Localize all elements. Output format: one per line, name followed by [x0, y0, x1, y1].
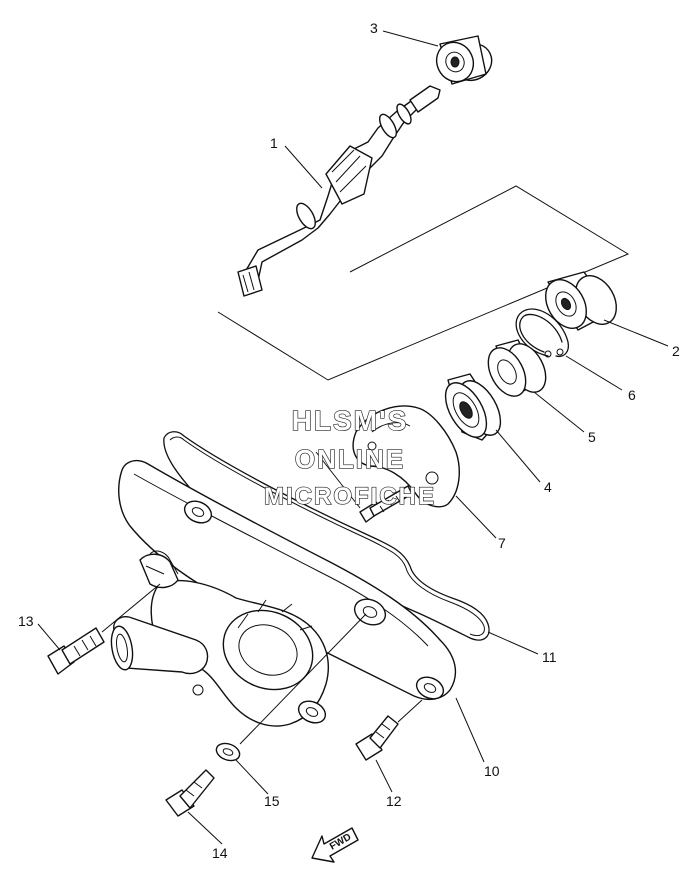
part-shaft: [237, 85, 441, 297]
watermark-line-2: ONLINE: [295, 444, 405, 474]
watermark: HLSM'S ONLINE MICROFICHE: [263, 404, 436, 510]
part-circlip: [515, 308, 570, 358]
guide-line: [239, 613, 367, 745]
part-bolt-14: [165, 769, 215, 817]
part-oil-seal: [444, 373, 502, 441]
callout-15: 15: [264, 793, 280, 809]
part-bearing-top: [435, 35, 493, 85]
callout-12: 12: [386, 793, 402, 809]
watermark-line-1: HLSM'S: [292, 405, 409, 436]
part-pump-housing: [110, 553, 330, 727]
callout-11: 11: [542, 649, 557, 665]
guide-line: [397, 699, 423, 723]
callout-3: 3: [370, 20, 378, 36]
callout-14: 14: [212, 845, 228, 861]
guide-line: [315, 451, 361, 509]
guide-line: [101, 583, 161, 633]
part-washer-15: [215, 742, 241, 762]
callout-6: 6: [628, 387, 636, 403]
part-seal: [487, 339, 547, 397]
group-bracket: [217, 185, 630, 381]
part-bearing: [545, 271, 617, 331]
callout-4: 4: [544, 479, 552, 495]
part-bolt-13: [47, 627, 105, 675]
callout-1: 1: [270, 135, 278, 151]
callout-7: 7: [498, 535, 506, 551]
callout-13: 13: [18, 613, 34, 629]
part-plate: [352, 405, 460, 508]
callout-5: 5: [588, 429, 596, 445]
callout-10: 10: [484, 763, 500, 779]
part-bolt-12: [355, 715, 399, 761]
watermark-line-3: MICROFICHE: [264, 483, 436, 510]
callout-2: 2: [672, 343, 680, 359]
part-screw-small: [359, 485, 413, 523]
part-cover: [118, 459, 457, 701]
leader-lines: [37, 30, 669, 845]
forward-arrow-icon: FWD: [311, 827, 359, 863]
